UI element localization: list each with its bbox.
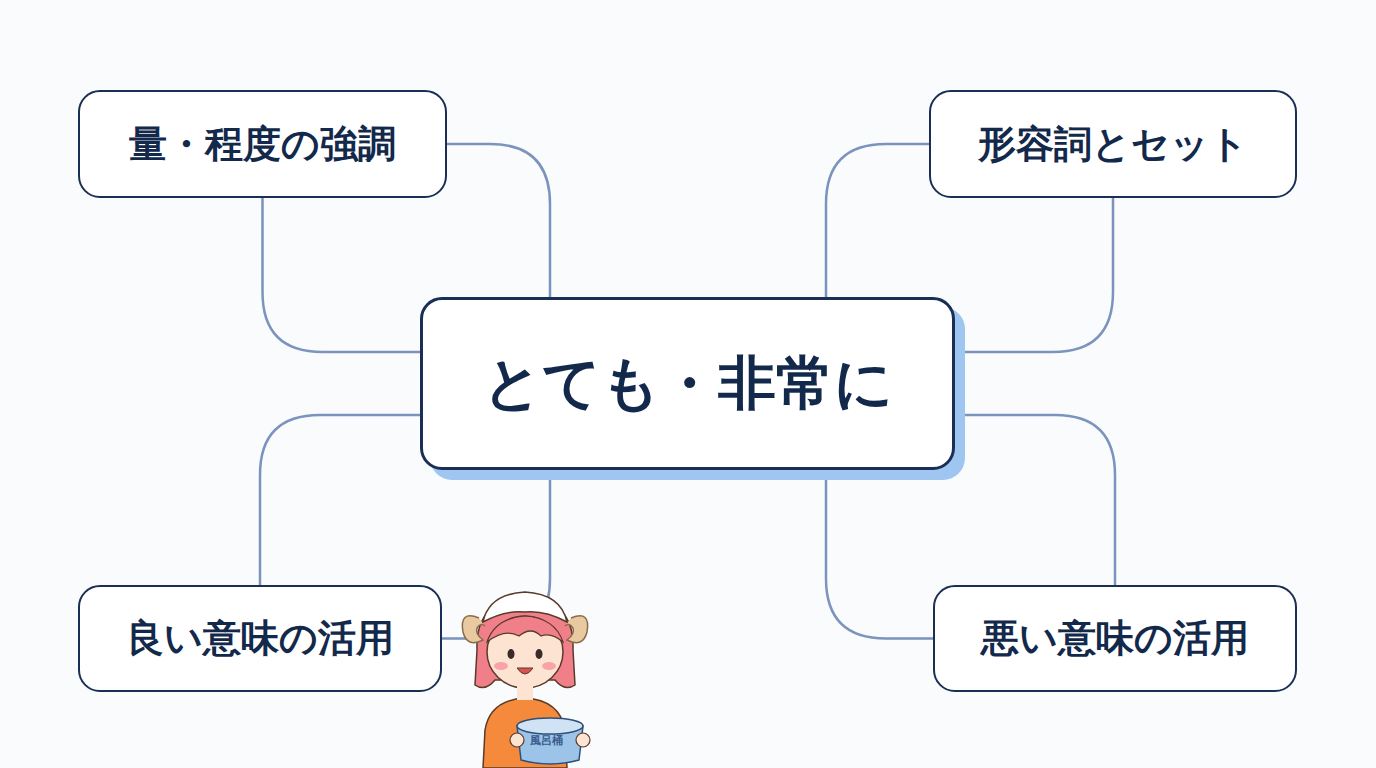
- branch-connector: [955, 198, 1113, 352]
- girl-illustration: [455, 580, 595, 768]
- branch-box: 悪い意味の活用: [933, 585, 1297, 692]
- tub-label: 風呂桶: [530, 733, 563, 748]
- central-topic: とても・非常に: [420, 297, 955, 470]
- branch-connector: [955, 415, 1115, 585]
- node-text: 形容詞とセット: [978, 119, 1248, 170]
- node-text: とても・非常に: [483, 345, 893, 423]
- node-text: 良い意味の活用: [126, 613, 394, 664]
- branch-connector: [260, 415, 420, 585]
- branch-connector: [447, 144, 550, 297]
- branch-connector: [826, 470, 933, 639]
- branch-connector: [826, 144, 929, 297]
- node-text: 量・程度の強調: [129, 119, 396, 170]
- branch-box: 量・程度の強調: [78, 90, 447, 198]
- branch-box: 良い意味の活用: [78, 585, 442, 692]
- node-text: 悪い意味の活用: [981, 613, 1249, 664]
- branch-connector: [263, 198, 421, 352]
- branch-box: 形容詞とセット: [929, 90, 1297, 198]
